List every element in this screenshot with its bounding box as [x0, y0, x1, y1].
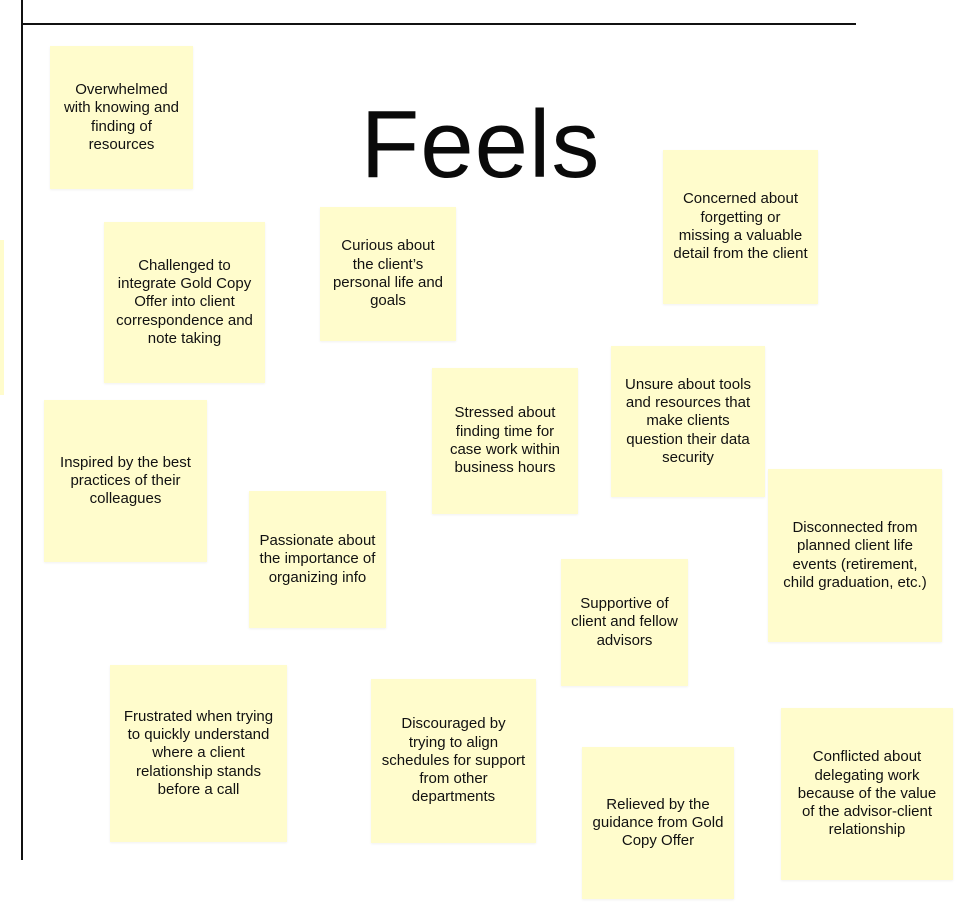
- sticky-note-text: Relieved by the guidance from Gold Copy …: [592, 795, 724, 850]
- sticky-note[interactable]: Conflicted about delegating work because…: [781, 708, 953, 880]
- sticky-note-text: Conflicted about delegating work because…: [797, 748, 937, 839]
- sticky-note[interactable]: Relieved by the guidance from Gold Copy …: [582, 747, 734, 899]
- sticky-note-text: Curious about the client’s personal life…: [332, 237, 444, 310]
- sticky-note-text: Stressed about finding time for case wor…: [449, 404, 561, 477]
- sticky-note-text: Disconnected from planned client life ev…: [783, 518, 927, 591]
- sticky-note[interactable]: Discouraged by trying to align schedules…: [371, 679, 536, 843]
- sticky-note[interactable]: Inspired by the best practices of their …: [44, 400, 207, 562]
- sticky-note-text: Concerned about forgetting or missing a …: [673, 190, 808, 263]
- section-title: Feels: [360, 91, 601, 198]
- sticky-note[interactable]: Curious about the client’s personal life…: [320, 207, 456, 341]
- sticky-note[interactable]: Frustrated when trying to quickly unders…: [110, 665, 287, 842]
- sticky-note-text: Supportive of client and fellow advisors: [571, 595, 678, 649]
- sticky-note-text: Challenged to integrate Gold Copy Offer …: [116, 256, 253, 347]
- sticky-note[interactable]: Supportive of client and fellow advisors: [561, 559, 688, 686]
- sticky-note[interactable]: Disconnected from planned client life ev…: [768, 469, 942, 642]
- sticky-note[interactable]: Unsure about tools and resources that ma…: [611, 346, 765, 497]
- sticky-note-text: Unsure about tools and resources that ma…: [625, 375, 751, 466]
- board-horizontal-divider: [21, 23, 856, 25]
- sticky-note[interactable]: Overwhelmed with knowing and finding of …: [50, 46, 193, 189]
- sticky-note-text: Inspired by the best practices of their …: [60, 453, 191, 508]
- sticky-note-text: Passionate about the importance of organ…: [259, 532, 376, 586]
- sticky-note-text: Discouraged by trying to align schedules…: [381, 715, 526, 806]
- sticky-note[interactable]: Challenged to integrate Gold Copy Offer …: [104, 222, 265, 383]
- sticky-note-text: Frustrated when trying to quickly unders…: [123, 707, 274, 798]
- board-vertical-divider: [21, 0, 23, 860]
- sticky-note[interactable]: Stressed about finding time for case wor…: [432, 368, 578, 514]
- sticky-note[interactable]: Concerned about forgetting or missing a …: [663, 150, 818, 304]
- sticky-note[interactable]: Passionate about the importance of organ…: [249, 491, 386, 628]
- sticky-note-text: Overwhelmed with knowing and finding of …: [63, 80, 180, 153]
- partial-sticky-note: [0, 240, 4, 395]
